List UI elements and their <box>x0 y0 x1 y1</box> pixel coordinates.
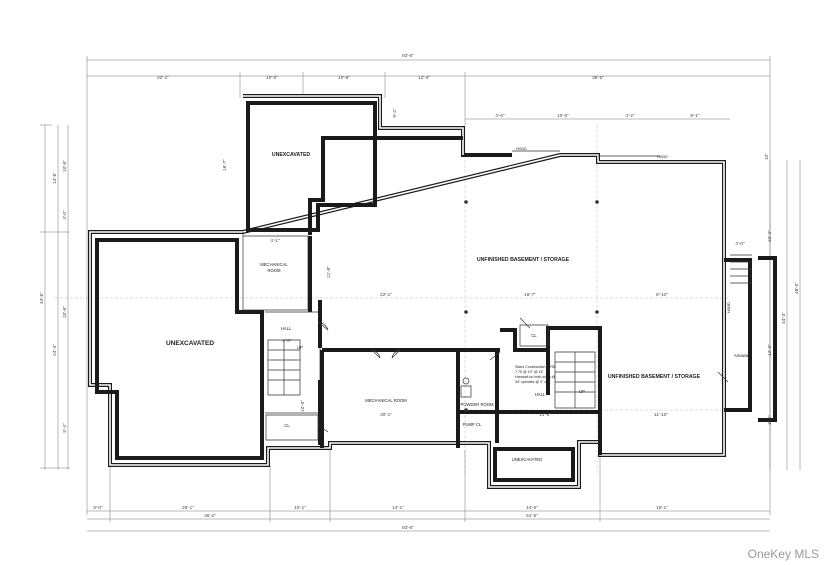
hood-note-2: HOOD <box>657 155 668 159</box>
dim-bot-5: 14'-0" <box>526 505 538 510</box>
dim-in-13: 4'-0" <box>735 241 745 246</box>
unexcavated-top-label: UNEXCAVATED <box>272 152 311 158</box>
unexcavated-left-label: UNEXCAVATED <box>166 340 214 347</box>
dim-bot-1: 5'-0" <box>93 505 103 510</box>
unfinished-basement-main-label: UNFINISHED BASEMENT / STORAGE <box>477 257 570 263</box>
mechanical-room-label: MECHANICAL ROOM <box>365 398 407 403</box>
dim-right-5: 3'-4" <box>767 415 772 425</box>
dim-right-1: 10' <box>764 154 769 160</box>
dim-in-11: 10'-0" <box>300 400 305 412</box>
stairs-note-2: 7.75 @ 10" @ 14" <box>515 370 545 374</box>
up-center-note: UP <box>579 389 585 394</box>
dim-left-5: 24'-4" <box>52 344 57 356</box>
dim-left-4: 20'-6" <box>62 306 67 318</box>
closet-center-label: CL <box>531 333 537 338</box>
dim-in-3: 8'-10" <box>656 292 668 297</box>
dim-top-2: 10'-0" <box>266 75 278 80</box>
dim-bot-8: 51'-5" <box>526 513 538 518</box>
room-labels: UNEXCAVATED MECHANICAL ROOM UNFINISHED B… <box>166 152 751 462</box>
dim-left-2: 10'-6" <box>62 160 67 172</box>
dim-in-1: 22'-1" <box>380 292 392 297</box>
stairs-note-3: Handrail on both sides @ <box>515 375 556 379</box>
dim-top-1: 22'-1" <box>157 75 169 80</box>
dim-in-5: 16'-7" <box>222 159 227 171</box>
dim-right-overall: 48'-0" <box>794 282 799 294</box>
dim-bot-7: 36'-2" <box>204 513 216 518</box>
dim-in-8: 30'-1" <box>380 412 392 417</box>
dim-bot-2: 28'-1" <box>182 505 194 510</box>
dim-in-2: 16'-7" <box>524 292 536 297</box>
dim-left-1: 14'-6" <box>52 172 57 184</box>
dim-right-4: 12'-0" <box>767 344 772 356</box>
dimension-labels: 93'-6" 22'-1" 10'-0" 10'-8" 12'-4" 38'-5… <box>39 53 799 530</box>
grid-lines <box>55 125 730 475</box>
dim-top-overall: 93'-6" <box>402 53 414 58</box>
dim-right-2: 22'-2" <box>767 230 772 242</box>
mechanical-room-small-label-2: ROOM <box>267 268 281 273</box>
watermark: OneKey MLS <box>747 547 819 561</box>
hall-center-label: HALL <box>535 392 546 397</box>
powder-room-label: POWDER ROOM <box>460 402 494 407</box>
unexcavated-bottom-label: UNEXCAVATED <box>512 457 542 462</box>
up-left-note: UP <box>297 345 303 350</box>
dim-in-4: 21'-8" <box>326 266 331 278</box>
dim-left-overall: 44'-6" <box>39 292 44 304</box>
hood-note-1: HOOD <box>516 147 527 151</box>
dim-top-5: 38'-5" <box>592 75 604 80</box>
dim-top-4: 12'-4" <box>418 75 430 80</box>
dim-sub-1: 4'-6" <box>495 113 505 118</box>
dim-right-3: 44'-3" <box>781 312 786 324</box>
dim-in-6: 14'-8" <box>539 412 551 417</box>
dim-sub-3: 4'-2" <box>625 113 635 118</box>
hall-left-label: HALL <box>281 326 292 331</box>
dim-left-3: 4'-0" <box>62 210 67 220</box>
dim-in-7: 11'-10" <box>654 412 668 417</box>
dim-bot-3: 10'-1" <box>294 505 306 510</box>
walls <box>88 94 777 489</box>
dim-in-12: 9'-2" <box>392 108 397 118</box>
dim-top-3: 10'-8" <box>338 75 350 80</box>
mechanical-room-small-label-1: MECHANICAL <box>260 262 288 267</box>
unfinished-basement-right-label: UNFINISHED BASEMENT / STORAGE <box>608 374 701 380</box>
dim-sub-4: 9'-1" <box>690 113 700 118</box>
stairs-note-1: Stairs Construction to RE: <box>515 365 556 369</box>
stairs-note-4: 34" spindles @ 4" o.c. <box>515 380 550 384</box>
dim-in-9: 4'-1" <box>270 238 280 243</box>
dim-in-10: 4'-8" <box>282 338 292 343</box>
areaway-label: Areaway <box>734 353 751 358</box>
dim-bot-6: 19'-1" <box>656 505 668 510</box>
dimension-lines <box>40 56 801 532</box>
stairs <box>267 339 596 409</box>
hood-note-3: HOOD <box>727 302 731 313</box>
pump-cl-label: PUMP CL <box>463 422 482 427</box>
doors <box>317 200 729 433</box>
dim-bot-overall: 93'-6" <box>402 525 414 530</box>
dim-left-6: 5'-4" <box>62 423 67 433</box>
dim-sub-2: 10'-0" <box>557 113 569 118</box>
notes: UP UP Stairs Construction to RE: 7.75 @ … <box>297 147 731 394</box>
closet-left-label: CL <box>284 423 290 428</box>
dim-bot-4: 14'-1" <box>392 505 404 510</box>
